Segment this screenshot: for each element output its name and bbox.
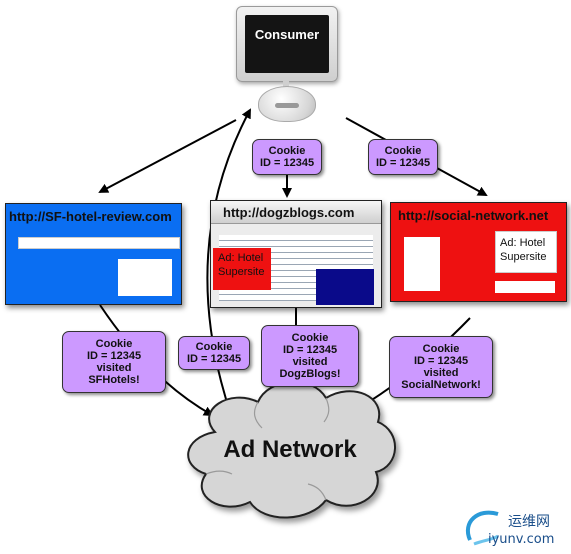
tag-line: ID = 12345: [186, 353, 242, 365]
tag-line: ID = 12345: [259, 157, 315, 169]
browser-toolbar: [211, 201, 381, 224]
ad-text: Ad: Hotel Supersite: [500, 237, 547, 263]
tag-line: Cookie: [422, 343, 460, 355]
tag-line: SocialNetwork!: [401, 379, 481, 391]
ad-box: Ad: Hotel Supersite: [495, 231, 557, 273]
ad-network-cloud: [187, 381, 396, 519]
tag-line: Cookie: [95, 338, 133, 350]
tag-line: visited: [292, 356, 328, 368]
arrow-consumer-to-sf: [98, 119, 237, 193]
tag-line: Cookie: [268, 145, 306, 157]
computer-base: [258, 86, 316, 122]
tag-line: ID = 12345: [282, 344, 338, 356]
cookie-tag-socialnetwork: Cookie ID = 12345 visited SocialNetwork!: [389, 336, 493, 398]
page-header-bar: [18, 237, 180, 249]
watermark-domain: iyunv.com: [488, 532, 555, 547]
site-dogzblogs: http://dogzblogs.com Ad: Hotel Supersite: [210, 200, 382, 308]
site-url: http://social-network.net: [398, 208, 549, 223]
consumer-label: Consumer: [254, 27, 320, 42]
consumer-monitor: Consumer: [236, 6, 338, 82]
disc-slot: [275, 103, 299, 108]
tag-line: ID = 12345: [413, 355, 469, 367]
tag-line: SFHotels!: [88, 374, 140, 386]
footer-bar: [495, 281, 555, 293]
tag-line: visited: [423, 367, 459, 379]
watermark-logo: [466, 510, 499, 546]
arrow-network-to-consumer: [206, 108, 251, 419]
side-block: [404, 237, 440, 291]
page-content-block: [118, 259, 172, 296]
tag-line: ID = 12345: [86, 350, 142, 362]
tag-line: Cookie: [195, 341, 233, 353]
ad-network-label: Ad Network: [223, 436, 357, 463]
watermark-chinese: 运维网: [508, 514, 550, 530]
tag-line: Cookie: [384, 145, 422, 157]
cookie-tag-sfhotels: Cookie ID = 12345 visited SFHotels!: [62, 331, 166, 393]
cookie-tag-top-center: Cookie ID = 12345: [252, 139, 322, 175]
monitor-neck: [283, 80, 289, 88]
monitor-screen: [245, 15, 329, 73]
cookie-tag-dogzblogs: Cookie ID = 12345 visited DogzBlogs!: [261, 325, 359, 387]
tag-line: Cookie: [291, 332, 329, 344]
cookie-tag-top-right: Cookie ID = 12345: [368, 139, 438, 175]
ad-text: Ad: Hotel Supersite: [218, 252, 265, 278]
tag-line: visited: [96, 362, 132, 374]
cookie-tag-network-return: Cookie ID = 12345: [178, 336, 250, 370]
ad-banner: Ad: Hotel Supersite: [213, 248, 271, 290]
site-social-network: http://social-network.net Ad: Hotel Supe…: [390, 202, 567, 302]
dark-content-block: [316, 269, 374, 305]
site-sf-hotel-review: http://SF-hotel-review.com: [5, 203, 182, 305]
tag-line: DogzBlogs!: [279, 368, 341, 380]
site-url: http://dogzblogs.com: [223, 205, 355, 220]
site-url: http://SF-hotel-review.com: [9, 209, 172, 224]
tag-line: ID = 12345: [375, 157, 431, 169]
